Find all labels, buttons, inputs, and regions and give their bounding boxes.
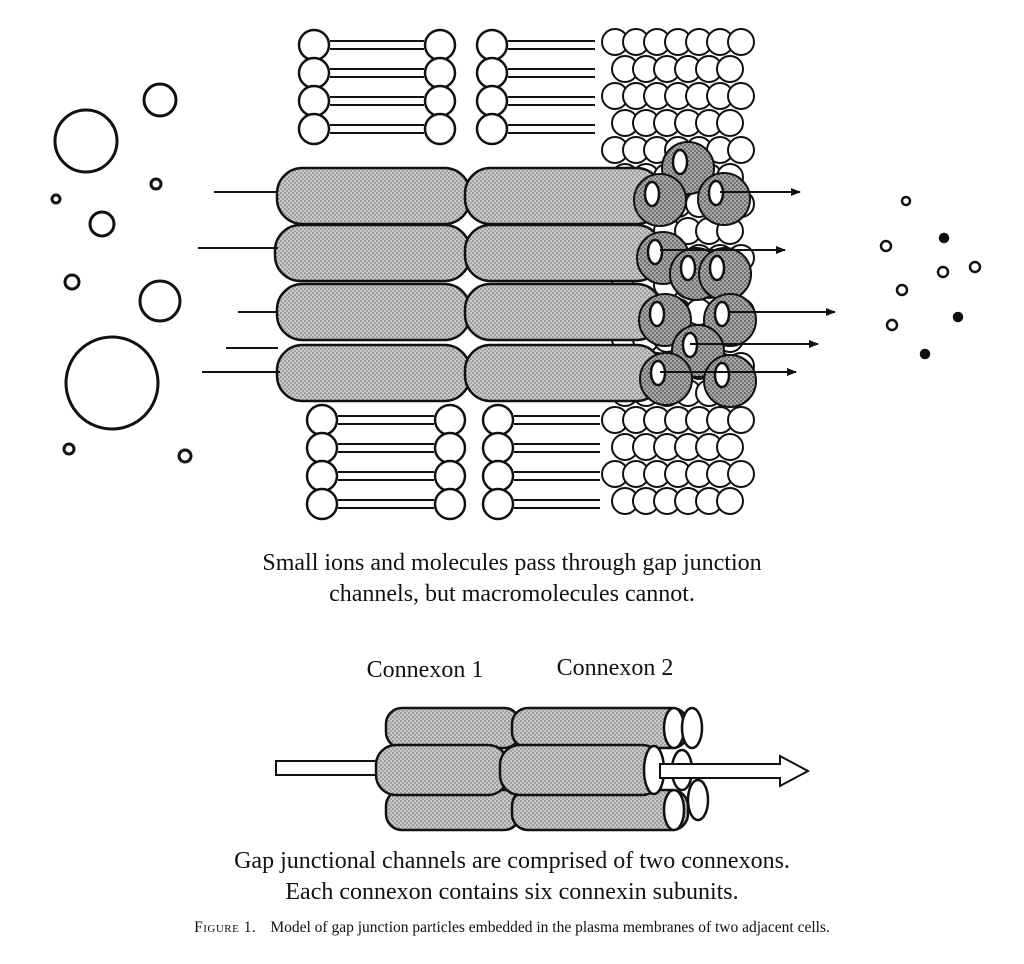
lipid-head xyxy=(433,487,467,521)
channel-pore xyxy=(671,148,689,176)
lipid-head xyxy=(297,28,331,62)
lipid-head xyxy=(475,112,509,146)
membrane-scallop xyxy=(716,55,744,83)
tube-end xyxy=(680,706,704,750)
tube-end xyxy=(662,788,686,832)
lipid-head xyxy=(475,84,509,118)
membrane-scallop xyxy=(716,109,744,137)
connexon-2-tube xyxy=(510,706,690,750)
connexon-1-label: Connexon 1 xyxy=(366,657,484,683)
bottom-caption: Gap junctional channels are comprised of… xyxy=(112,846,912,908)
molecule-circle xyxy=(62,442,76,456)
channel-pore xyxy=(713,300,731,328)
bottom-caption-line-2: Each connexon contains six connexin subu… xyxy=(285,879,739,905)
lipid-head xyxy=(433,403,467,437)
tube-end xyxy=(686,778,710,822)
connexon-1-tube xyxy=(374,743,510,797)
connexin-cluster xyxy=(698,247,752,301)
connexon-2-subunit xyxy=(463,343,664,403)
small-molecule xyxy=(895,283,909,297)
membrane-scallop xyxy=(727,28,755,56)
lipid-head xyxy=(297,112,331,146)
membrane-scallop xyxy=(716,433,744,461)
connexon-1-subunit xyxy=(275,343,472,403)
channel-pore xyxy=(679,254,697,282)
connexin-cluster xyxy=(697,172,751,226)
connexon-2-subunit xyxy=(463,223,664,283)
output-arrow xyxy=(659,754,811,788)
lipid-head xyxy=(305,459,339,493)
connexon-1-tube xyxy=(384,706,522,750)
channel-pore xyxy=(648,300,666,328)
molecule-circle xyxy=(142,82,178,118)
connexon-1-subunit xyxy=(273,223,472,283)
gap-junction-channels xyxy=(273,141,757,408)
bottom-caption-line-1: Gap junctional channels are comprised of… xyxy=(234,848,790,874)
molecule-circle xyxy=(64,335,160,431)
lipid-head xyxy=(481,487,515,521)
lipid-head xyxy=(481,459,515,493)
small-molecule xyxy=(968,260,982,274)
figure-label: Figure 1. xyxy=(194,919,257,936)
molecule-circle xyxy=(88,210,116,238)
lipid-head xyxy=(423,28,457,62)
lipid-head xyxy=(475,56,509,90)
molecule-circle xyxy=(53,108,119,174)
lipid-head xyxy=(305,403,339,437)
molecule-circle xyxy=(138,279,182,323)
molecule-circle xyxy=(149,177,163,191)
lipid-head xyxy=(433,459,467,493)
connexon-2-label: Connexon 2 xyxy=(556,655,674,681)
lipid-head xyxy=(305,487,339,521)
membrane-scallop xyxy=(727,82,755,110)
right-cell-molecules xyxy=(879,195,982,360)
lipid-head xyxy=(423,56,457,90)
top-caption-line-2: channels, but macromolecules cannot. xyxy=(329,581,695,607)
lipid-head xyxy=(481,403,515,437)
lipid-head xyxy=(475,28,509,62)
small-molecule xyxy=(938,232,950,244)
connexon-2-subunit xyxy=(463,282,664,342)
connexon-1-subunit xyxy=(275,166,472,226)
lipid-head xyxy=(305,431,339,465)
flow-arrows xyxy=(198,188,836,376)
left-cell-molecules xyxy=(50,82,193,464)
connexon-2-tube xyxy=(498,743,664,797)
lipid-head xyxy=(423,112,457,146)
lipid-head xyxy=(423,84,457,118)
lipid-head xyxy=(433,431,467,465)
small-molecule xyxy=(879,239,893,253)
molecule-circle xyxy=(177,448,193,464)
membrane-scallop xyxy=(716,487,744,515)
connexon-model xyxy=(275,706,811,832)
small-molecule xyxy=(885,318,899,332)
connexon-2-subunit xyxy=(463,166,664,226)
molecule-circle xyxy=(50,193,62,205)
connexon-1-subunit xyxy=(275,282,472,342)
membrane-scallop xyxy=(727,460,755,488)
connexin-cluster xyxy=(639,352,693,406)
channel-pore xyxy=(643,180,661,208)
small-molecule xyxy=(919,348,931,360)
channel-pore xyxy=(713,361,731,389)
lipid-head xyxy=(481,431,515,465)
lipid-head xyxy=(297,84,331,118)
connexin-cluster xyxy=(633,173,687,227)
figure-caption: Figure 1. Model of gap junction particles… xyxy=(0,919,1024,937)
figure-caption-text: Model of gap junction particles embedded… xyxy=(270,919,830,936)
channel-pore xyxy=(646,238,664,266)
channel-pore xyxy=(708,254,726,282)
top-caption-line-1: Small ions and molecules pass through ga… xyxy=(262,550,762,576)
small-molecule xyxy=(952,311,964,323)
membrane-scallop xyxy=(727,136,755,164)
connexin-cluster xyxy=(703,354,757,408)
small-molecule xyxy=(936,265,950,279)
lipid-head xyxy=(297,56,331,90)
small-molecule xyxy=(900,195,912,207)
top-caption: Small ions and molecules pass through ga… xyxy=(112,548,912,610)
molecule-circle xyxy=(63,273,81,291)
membrane-scallop xyxy=(727,406,755,434)
